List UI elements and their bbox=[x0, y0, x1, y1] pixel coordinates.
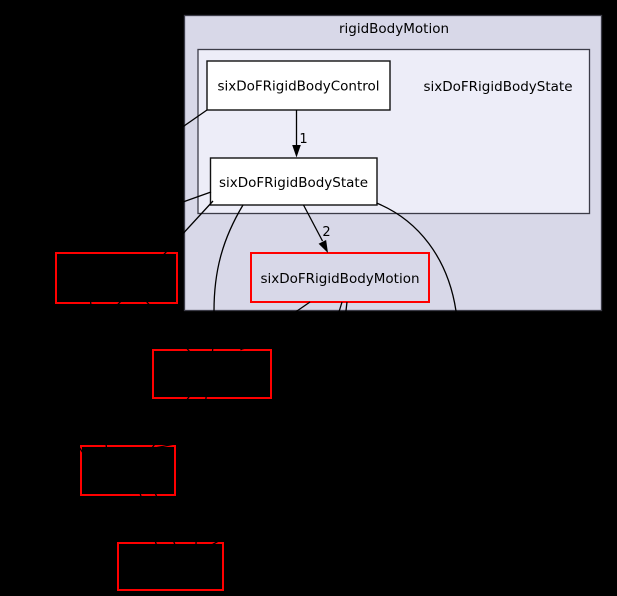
edge-motion-to-external-3 bbox=[149, 301, 343, 450]
edge-state-to-external-left-1 bbox=[137, 191, 212, 219]
arrowhead-state-to-motion bbox=[318, 240, 328, 253]
edge-external-1-to-2 bbox=[127, 279, 191, 353]
edge-motion-to-external-2 bbox=[240, 301, 311, 351]
edge-label-1: 1 bbox=[299, 132, 307, 147]
edge-state-to-motion bbox=[302, 204, 324, 242]
external-node-3[interactable] bbox=[80, 445, 176, 496]
edges: 1 2 bbox=[59, 109, 459, 559]
node-sixDoFRigidBodyControl-label: sixDoFRigidBodyControl bbox=[217, 79, 379, 95]
node-sixDoFRigidBodyControl-box[interactable] bbox=[206, 60, 391, 111]
node-sixDoFRigidBodyMotion-box[interactable] bbox=[250, 252, 430, 303]
edge-offscreen-to-external-3 bbox=[59, 419, 96, 471]
node-sixDoFRigidBodyMotion-label: sixDoFRigidBodyMotion bbox=[260, 271, 419, 287]
edge-external-3-to-4b bbox=[144, 465, 181, 559]
cluster-rigidBodyMotion-label[interactable]: rigidBodyMotion bbox=[339, 21, 449, 37]
edge-control-to-external-left bbox=[147, 109, 208, 152]
arrowhead-control-to-state bbox=[292, 145, 301, 158]
edge-external-2-to-3 bbox=[135, 389, 195, 471]
edge-state-to-external-1 bbox=[109, 200, 214, 314]
edge-label-2: 2 bbox=[322, 225, 330, 240]
node-sixDoFRigidBodyState-label: sixDoFRigidBodyState bbox=[219, 175, 368, 191]
cluster-sixDoFRigidBodyState-label[interactable]: sixDoFRigidBodyState bbox=[423, 79, 572, 95]
node-sixDoFRigidBodyControl[interactable]: sixDoFRigidBodyControl bbox=[206, 60, 391, 111]
arrowhead-motion-to-external-2 bbox=[240, 340, 252, 350]
edge-motion-to-external-4 bbox=[209, 301, 348, 547]
node-sixDoFRigidBodyState[interactable]: sixDoFRigidBodyState bbox=[209, 157, 378, 206]
node-sixDoFRigidBodyState-box[interactable] bbox=[209, 157, 378, 206]
edge-external-3-to-4a bbox=[131, 467, 161, 557]
node-sixDoFRigidBodyMotion[interactable]: sixDoFRigidBodyMotion bbox=[250, 252, 430, 303]
edge-state-to-external-bottom bbox=[376, 202, 459, 357]
external-node-4[interactable] bbox=[117, 542, 224, 591]
edge-state-to-external-4 bbox=[195, 204, 244, 546]
edge-external-1-to-3a bbox=[87, 277, 109, 463]
